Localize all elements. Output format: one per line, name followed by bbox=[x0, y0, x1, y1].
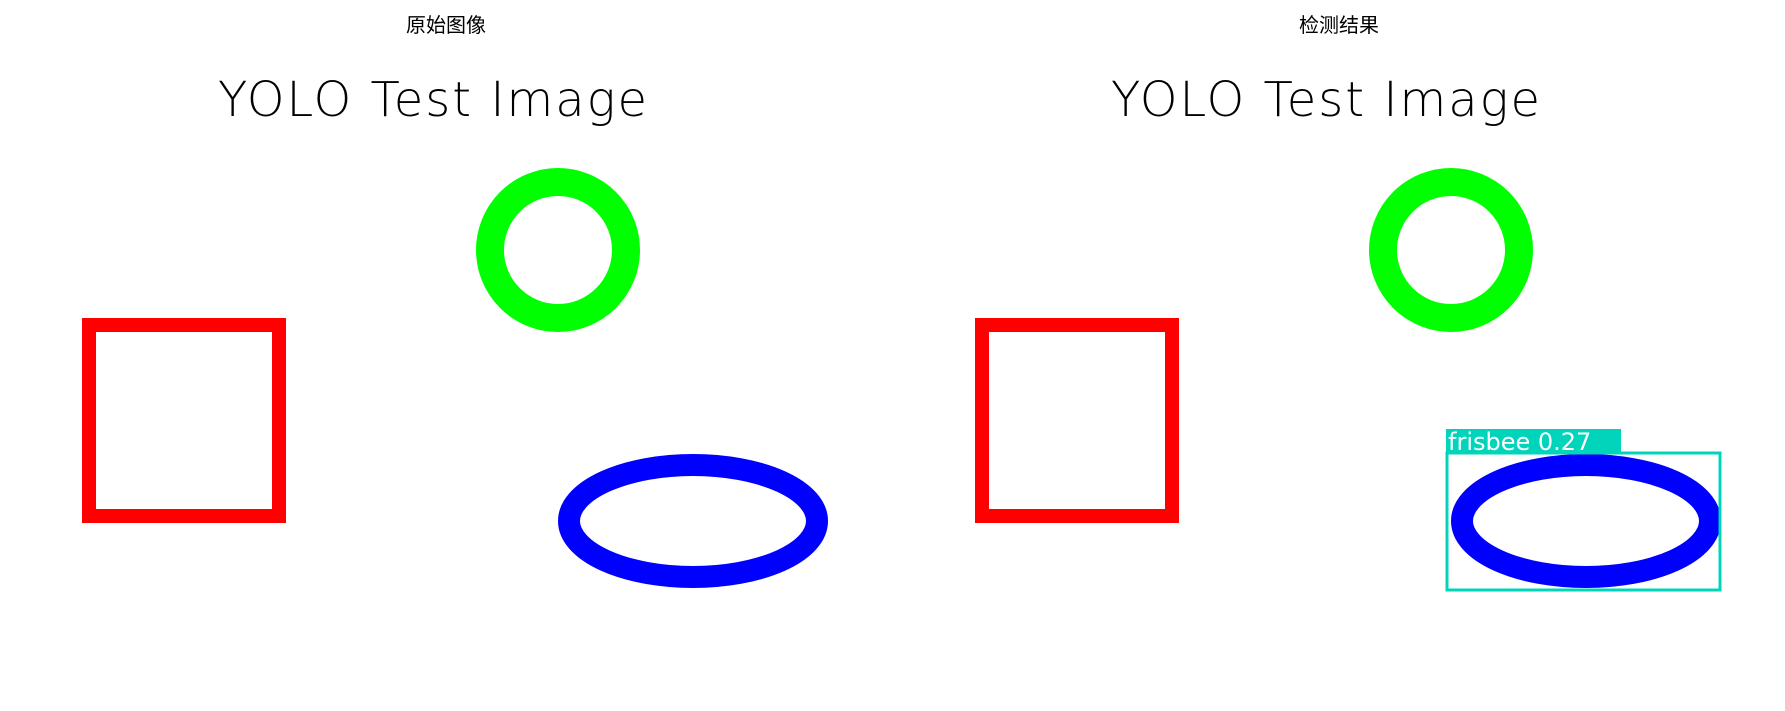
original-image-panel: 原始图像 YOLO Test Image bbox=[0, 0, 892, 711]
detection-label-background bbox=[1446, 429, 1621, 454]
panel-title: 检测结果 bbox=[1299, 13, 1379, 37]
red-square-shape bbox=[975, 318, 1179, 523]
green-ring-shape bbox=[1369, 168, 1533, 332]
image-caption-text: YOLO Test Image bbox=[218, 72, 649, 128]
original-image: YOLO Test Image bbox=[82, 72, 828, 588]
green-ring-shape bbox=[476, 168, 640, 332]
detection-label: frisbee 0.27 bbox=[1448, 428, 1591, 456]
detection-result-panel: 检测结果 YOLO Test Image frisbee 0.27 bbox=[893, 0, 1785, 711]
detection-image: YOLO Test Image frisbee 0.27 bbox=[975, 72, 1722, 592]
panel-title: 原始图像 bbox=[406, 13, 486, 37]
blue-ellipse-shape bbox=[1451, 454, 1721, 588]
red-square-shape bbox=[82, 318, 286, 523]
image-caption-text: YOLO Test Image bbox=[1111, 72, 1542, 128]
blue-ellipse-shape bbox=[558, 454, 828, 588]
